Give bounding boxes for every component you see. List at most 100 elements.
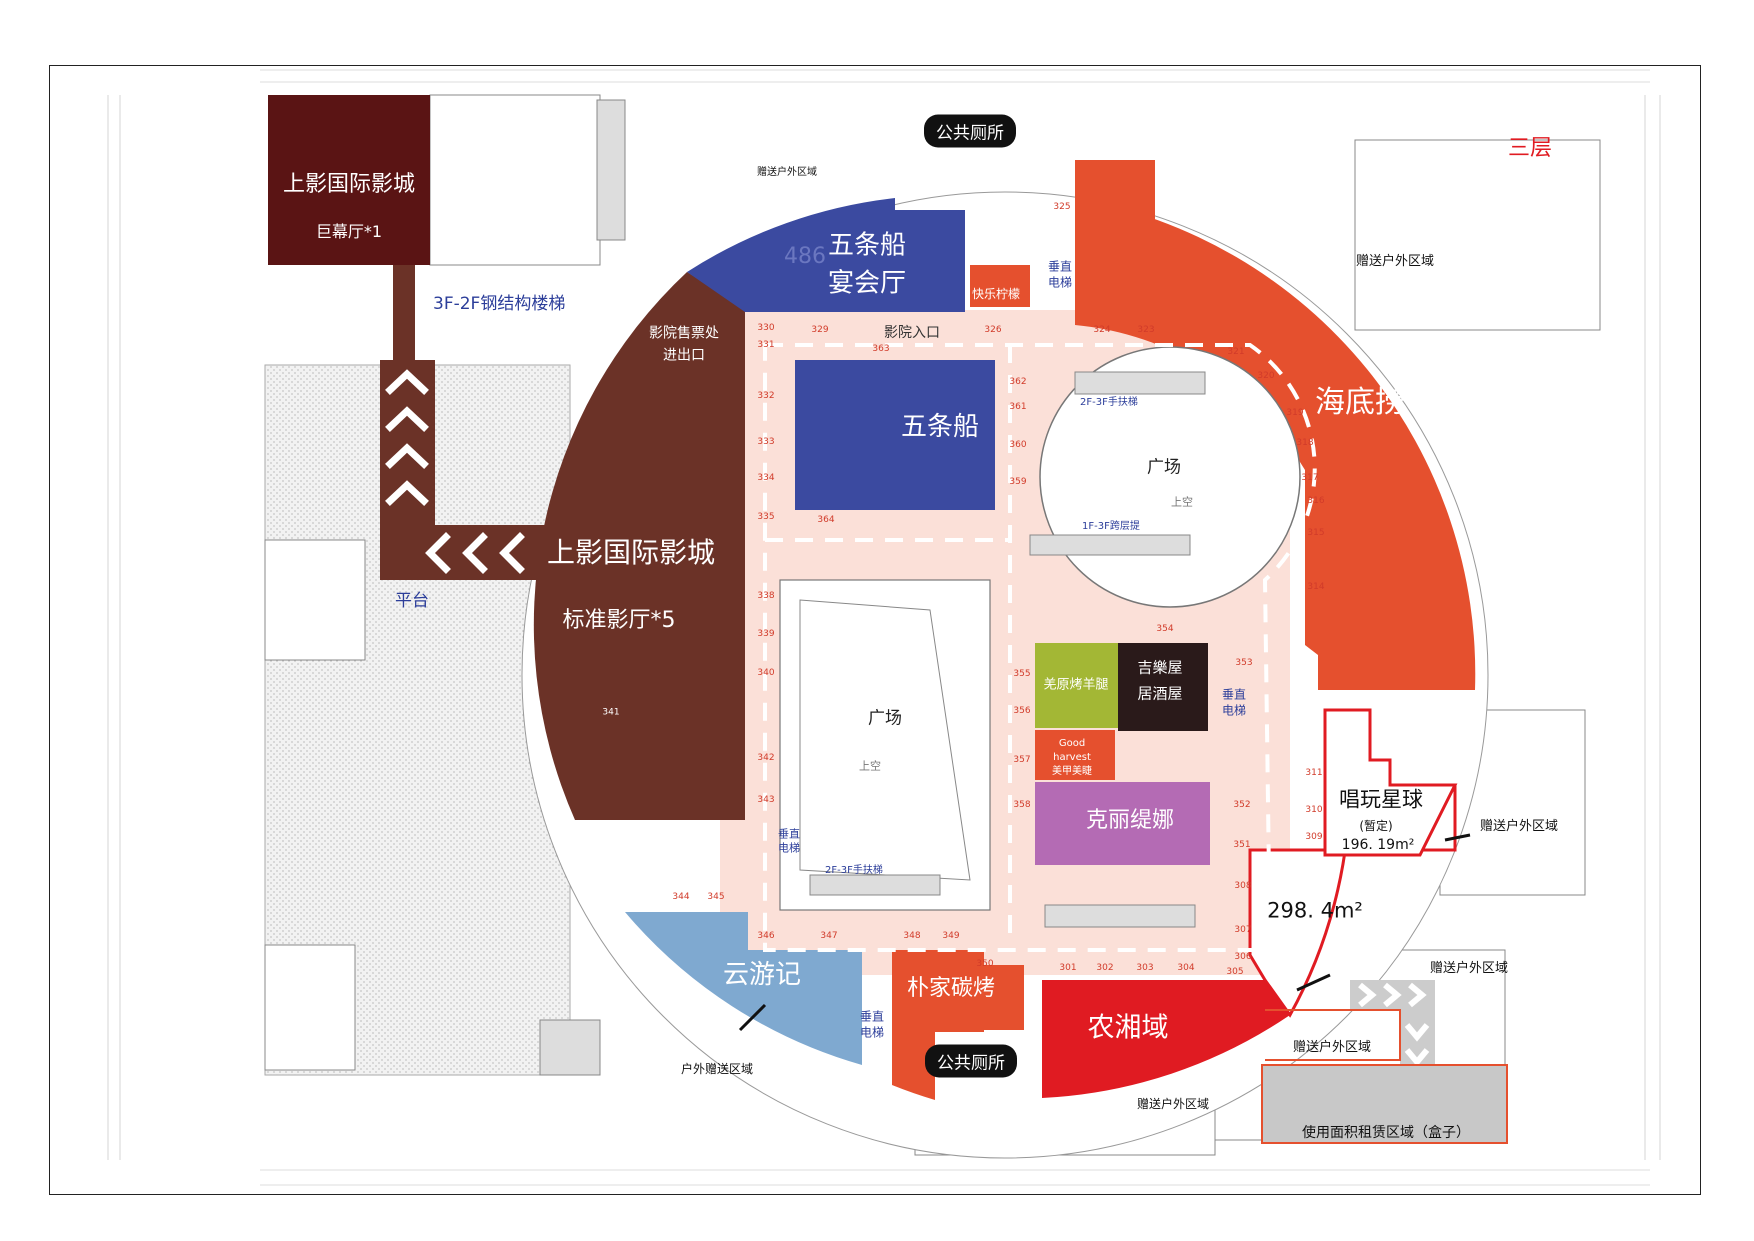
qiantang-name: 羌原烤羊腿	[1043, 677, 1109, 693]
stair-steel-label: 3F-2F钢结构楼梯	[433, 294, 566, 314]
unit-number-325: 325	[1053, 202, 1071, 212]
elevator-mid-label: 垂直 电梯	[1221, 687, 1247, 717]
unit-number-351: 351	[1233, 840, 1251, 850]
unit-number-358: 358	[1013, 800, 1031, 810]
changwan-note: (暂定)	[1359, 819, 1393, 833]
unit-number-352: 352	[1233, 800, 1251, 810]
unit-number-324: 324	[1093, 325, 1111, 335]
right-outdoor-area	[1354, 139, 1601, 331]
unit-number-342: 342	[757, 753, 775, 763]
plaza-left-void	[799, 599, 971, 881]
pujia-region-extra	[984, 965, 1024, 1030]
unit-number-343: 343	[757, 795, 775, 805]
unit-number-326: 326	[984, 325, 1002, 335]
steel-stair	[393, 265, 415, 360]
floor-label: 三层	[1508, 136, 1553, 161]
unit-number-340: 340	[757, 668, 775, 678]
outdoor-gift-outline	[1265, 1009, 1401, 1061]
unit-number-304: 304	[1177, 963, 1195, 973]
plaza-top-void: 上空	[1171, 495, 1193, 509]
kelitina-region	[1035, 782, 1210, 865]
unit-number-347: 347	[820, 931, 838, 941]
good-harvest-name: Good harvest 美甲美睫	[1052, 738, 1092, 777]
platform-label: 平台	[395, 591, 429, 611]
unit-number-333: 333	[757, 437, 775, 447]
unit-number-338: 338	[757, 591, 775, 601]
nongxiangyu-name: 农湘域	[1087, 1012, 1169, 1044]
cinema-main-region	[533, 272, 745, 820]
outdoor-gift-6: 赠送户外区域	[1137, 1097, 1210, 1111]
unit-number-361: 361	[1009, 402, 1027, 412]
unit-number-309: 309	[1305, 832, 1323, 842]
good-harvest-region	[1035, 730, 1115, 780]
haidilao-name: 海底捞	[1315, 385, 1405, 420]
unit-number-330: 330	[757, 323, 775, 333]
unit-number-306: 306	[1234, 952, 1252, 962]
happy-lemon-name: 快乐柠檬	[971, 287, 1021, 301]
outdoor-gift-left: 户外赠送区域	[681, 1062, 754, 1076]
pujia-region	[892, 950, 984, 1032]
toilet-top-badge: 公共厕所	[924, 114, 1016, 148]
pujia-region-bottom	[892, 1032, 935, 1100]
unit-number-335: 335	[757, 512, 775, 522]
unit-number-360: 360	[1009, 440, 1027, 450]
unit-number-305: 305	[1226, 967, 1244, 977]
haidilao-top-block	[1075, 160, 1155, 325]
unit-number-308: 308	[1234, 881, 1252, 891]
esc-1f3f: 1F-3F跨层提	[1082, 521, 1140, 532]
unit-number-344: 344	[672, 892, 690, 902]
unit-number-311: 311	[1305, 768, 1323, 778]
changwan-outline	[1323, 708, 1458, 857]
unit-number-315: 315	[1307, 528, 1325, 538]
elevator-top-label: 垂直 电梯	[1047, 259, 1073, 289]
unit-number-362: 362	[1009, 377, 1027, 387]
cinema-imax-sub: 巨幕厅*1	[315, 222, 383, 241]
unit-number-303: 303	[1136, 963, 1154, 973]
unit-number-321: 321	[1227, 347, 1245, 357]
cinema-imax-name: 上影国际影城	[282, 172, 416, 197]
nongxiangyu-region	[1042, 980, 1290, 1098]
jiyue-name: 吉樂屋 居酒屋	[1137, 658, 1183, 703]
pujia-name: 朴家碳烤	[906, 976, 996, 1001]
esc-2f3f-left: 2F-3F手扶梯	[825, 865, 883, 876]
unit-number-350: 350	[976, 959, 994, 969]
box-area-label: 使用面积租赁区域（盒子）	[1302, 1125, 1470, 1141]
grid-lines	[107, 69, 1661, 1186]
unit-number-359: 359	[1009, 477, 1027, 487]
unit-number-314: 314	[1307, 582, 1325, 592]
unit-number-302: 302	[1096, 963, 1114, 973]
corridor-dashes-inner	[765, 345, 1012, 940]
unit-number-348: 348	[903, 931, 921, 941]
unit-number-346: 346	[757, 931, 775, 941]
plaza-top-label: 广场	[1147, 457, 1181, 478]
cinema-ticket-label: 影院售票处 进出口	[649, 325, 719, 364]
unit-number-363: 363	[872, 344, 890, 354]
unit-341-label: 341	[602, 707, 620, 718]
unit-number-349: 349	[942, 931, 960, 941]
double-arrows	[738, 833, 1471, 1032]
esc-2f3f-top: 2F-3F手扶梯	[1080, 397, 1138, 408]
wutiaochuan-region	[795, 360, 995, 510]
qiantang-region	[1035, 643, 1118, 728]
wutiaochuan-banquet-region	[687, 198, 965, 312]
gate-arrows	[385, 369, 525, 574]
cinema-main-name: 上影国际影城	[546, 536, 716, 569]
mall-circle-outline	[521, 191, 1489, 1159]
area-486-label: 486	[784, 244, 826, 269]
unit-number-354: 354	[1156, 624, 1174, 634]
unit-number-317: 317	[1301, 473, 1319, 483]
wutiaochuan-banquet-name: 五条船 宴会厅	[827, 230, 907, 298]
unit-number-316: 316	[1307, 496, 1325, 506]
unit-number-364: 364	[817, 515, 835, 525]
unit-number-319: 319	[1286, 408, 1304, 418]
box-rental-area	[1261, 1064, 1508, 1144]
unit-number-320: 320	[1257, 371, 1275, 381]
kelitina-name: 克丽缇娜	[1085, 808, 1175, 833]
jiyue-region	[1118, 643, 1208, 731]
cinema-main-sub: 标准影厅*5	[562, 608, 676, 633]
happy-lemon-region	[970, 265, 1030, 307]
left-building-block-2	[264, 944, 356, 1071]
yunyouji-name: 云游记	[722, 960, 802, 990]
cinema-imax-region	[268, 95, 430, 265]
